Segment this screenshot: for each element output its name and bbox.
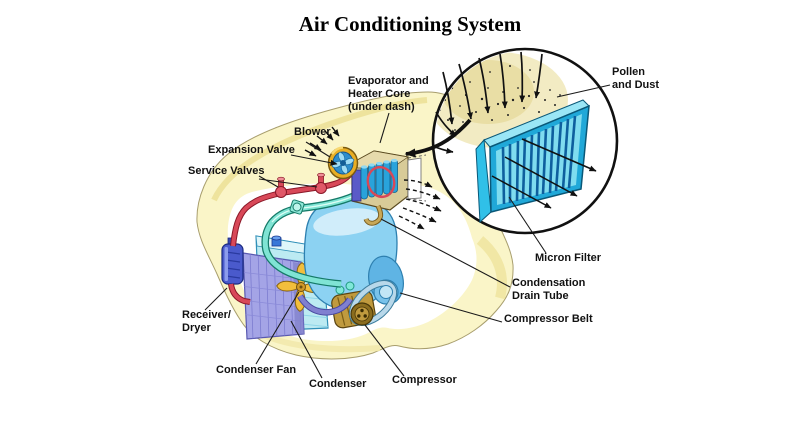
- leader-condenser-fan: [255, 291, 300, 365]
- engine-highlight: [313, 208, 381, 236]
- heater-core-loop: [366, 165, 396, 199]
- leader-service-valve-2: [258, 178, 318, 188]
- label-service-valves: Service Valves: [188, 165, 265, 177]
- suction-line-fitting: [289, 199, 305, 215]
- evaporator-cores: [360, 158, 398, 200]
- fan-hub-bolt: [299, 285, 303, 289]
- receiver-highlight: [224, 247, 228, 281]
- label-evaporator: Evaporator and Heater Core (under dash): [348, 75, 429, 113]
- leader-pollen-dust: [556, 84, 611, 98]
- diagram-title: Air Conditioning System: [298, 12, 522, 36]
- leader-blower: [305, 141, 331, 158]
- label-pollen-dust: Pollen and Dust: [612, 66, 660, 91]
- leader-evaporator: [379, 112, 390, 144]
- label-compressor: Compressor: [392, 374, 457, 386]
- filter-side: [475, 138, 492, 224]
- condenser-outlet-hose: [297, 294, 353, 316]
- leader-micron-filter: [508, 196, 547, 254]
- body-shading-top: [211, 97, 428, 202]
- label-micron-filter: Micron Filter: [535, 252, 602, 264]
- micron-filter-inset: [431, 47, 619, 235]
- crank-pulley-face: [379, 285, 393, 299]
- leader-lines: [204, 84, 611, 379]
- blower: [327, 146, 359, 180]
- evaporator-outlet-duct: [407, 157, 422, 200]
- leader-compressor-belt: [399, 292, 503, 323]
- discharge-fitting: [345, 281, 355, 291]
- compressor-pulley: [350, 302, 374, 326]
- label-condenser: Condenser: [309, 378, 367, 390]
- leader-compressor: [364, 324, 405, 377]
- label-compressor-belt: Compressor Belt: [504, 313, 593, 325]
- body-shading-right: [476, 236, 507, 300]
- label-condenser-fan: Condenser Fan: [216, 364, 297, 376]
- blower-ring-highlight: [330, 146, 344, 155]
- evaporator-airflow-arrows: [398, 179, 442, 230]
- label-receiver-dryer: Receiver/ Dryer: [182, 309, 231, 334]
- leader-condenser: [290, 320, 323, 379]
- label-blower: Blower: [294, 126, 331, 138]
- leader-service-valve-1: [258, 175, 279, 188]
- low-pressure-suction-line: [261, 192, 356, 288]
- condensation-drain-tube: [363, 204, 384, 226]
- leader-condensation-drain: [380, 218, 511, 288]
- label-condensation-drain: Condensation Drain Tube: [512, 277, 586, 302]
- blower-hub: [340, 160, 346, 166]
- radiator-cap: [271, 235, 282, 247]
- blower-intake-arrows: [304, 126, 340, 157]
- service-valve-2: [315, 172, 327, 194]
- label-expansion-valve: Expansion Valve: [208, 144, 295, 156]
- leader-expansion-valve: [290, 154, 338, 166]
- inset-pointer-arrow: [404, 118, 472, 158]
- clean-air-arrows: [491, 138, 597, 209]
- service-valve-1: [275, 176, 287, 198]
- leader-receiver-dryer: [204, 287, 228, 311]
